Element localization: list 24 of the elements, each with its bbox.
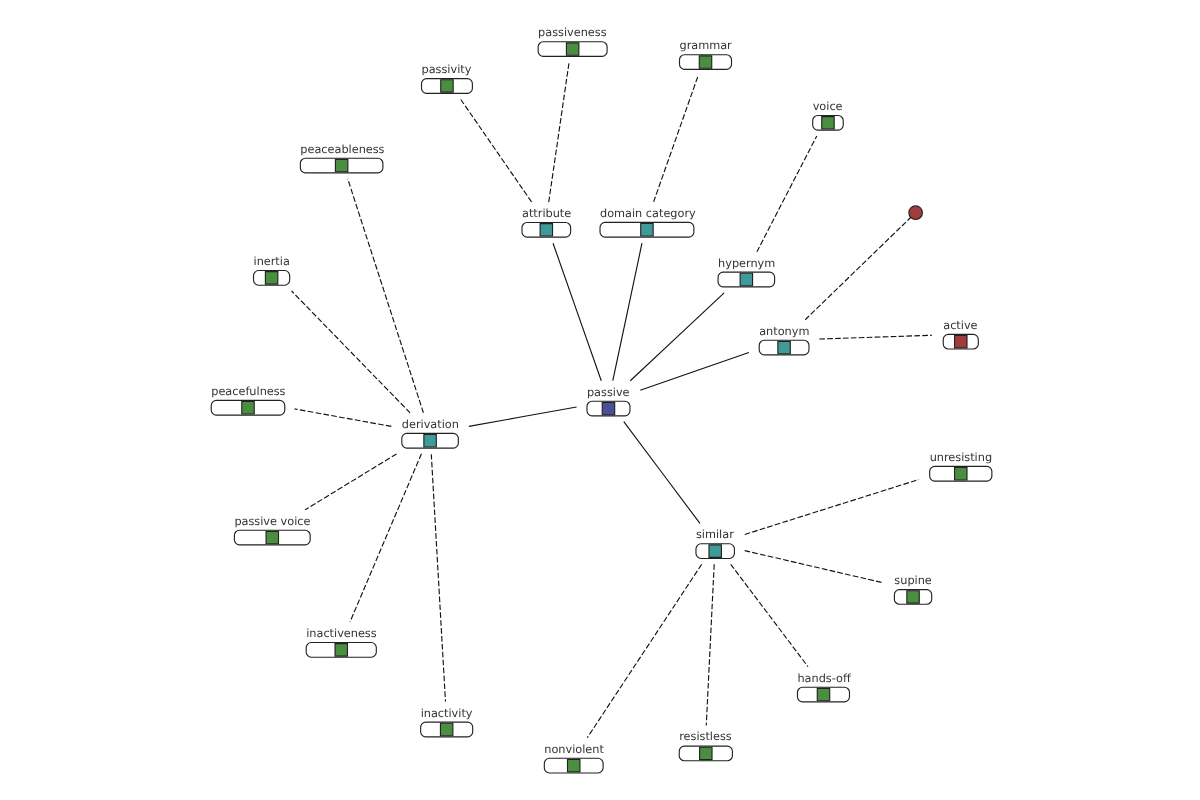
connector: [755, 135, 817, 253]
connector: [585, 563, 702, 739]
connector: [652, 74, 698, 203]
connector: [704, 563, 714, 727]
connector: [547, 61, 569, 203]
connector: [303, 453, 397, 511]
connector: [622, 421, 700, 524]
connector: [611, 242, 642, 382]
connector: [803, 216, 911, 321]
connector: [817, 334, 932, 340]
connector: [346, 178, 423, 414]
connector: [289, 290, 410, 414]
node-circle: [907, 205, 922, 221]
connector: [348, 453, 421, 623]
connector: [638, 351, 749, 391]
connector: [429, 453, 446, 703]
connector: [459, 98, 532, 203]
connector: [743, 550, 883, 584]
connector: [467, 406, 577, 427]
connector: [743, 478, 919, 536]
connector: [729, 563, 808, 668]
connector: [628, 292, 724, 382]
connector: [551, 242, 601, 382]
connector: [293, 408, 391, 427]
